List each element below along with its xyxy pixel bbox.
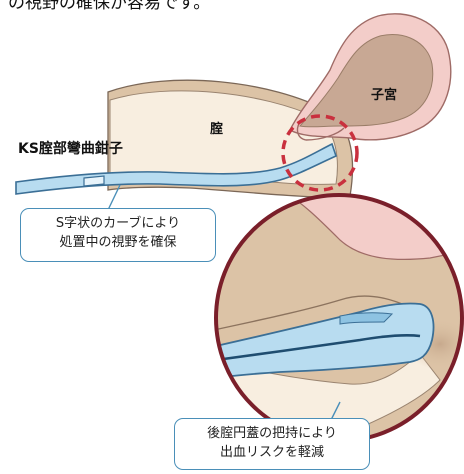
curve-callout-line1: S字状のカーブにより bbox=[55, 216, 181, 231]
magnified-view bbox=[214, 193, 464, 443]
uterus-label: 子宮 bbox=[371, 88, 398, 103]
grip-callout-line1: 後腟円蓋の把持により bbox=[207, 426, 337, 441]
header-text: の視野の確保が容易です。 bbox=[8, 0, 211, 13]
forceps bbox=[15, 142, 337, 195]
grip-callout: 後腟円蓋の把持により 出血リスクを軽減 bbox=[174, 418, 370, 470]
forceps-joint bbox=[83, 175, 105, 187]
vagina-label: 腟 bbox=[210, 122, 224, 137]
curve-callout: S字状のカーブにより 処置中の視野を確保 bbox=[20, 208, 216, 262]
curve-callout-line2: 処置中の視野を確保 bbox=[59, 235, 177, 250]
zoom-forceps-edge bbox=[216, 333, 421, 362]
zoom-forceps-jaw-upper bbox=[339, 312, 394, 325]
cervix bbox=[296, 121, 345, 141]
curve-callout-leader bbox=[107, 184, 121, 211]
uterine-cavity bbox=[299, 34, 434, 128]
upper-anatomy bbox=[15, 13, 452, 217]
grip-callout-line2: 出血リスクを軽減 bbox=[219, 445, 324, 460]
forceps-label: KS腟部彎曲鉗子 bbox=[18, 141, 123, 157]
zoom-target-circle bbox=[281, 114, 359, 192]
